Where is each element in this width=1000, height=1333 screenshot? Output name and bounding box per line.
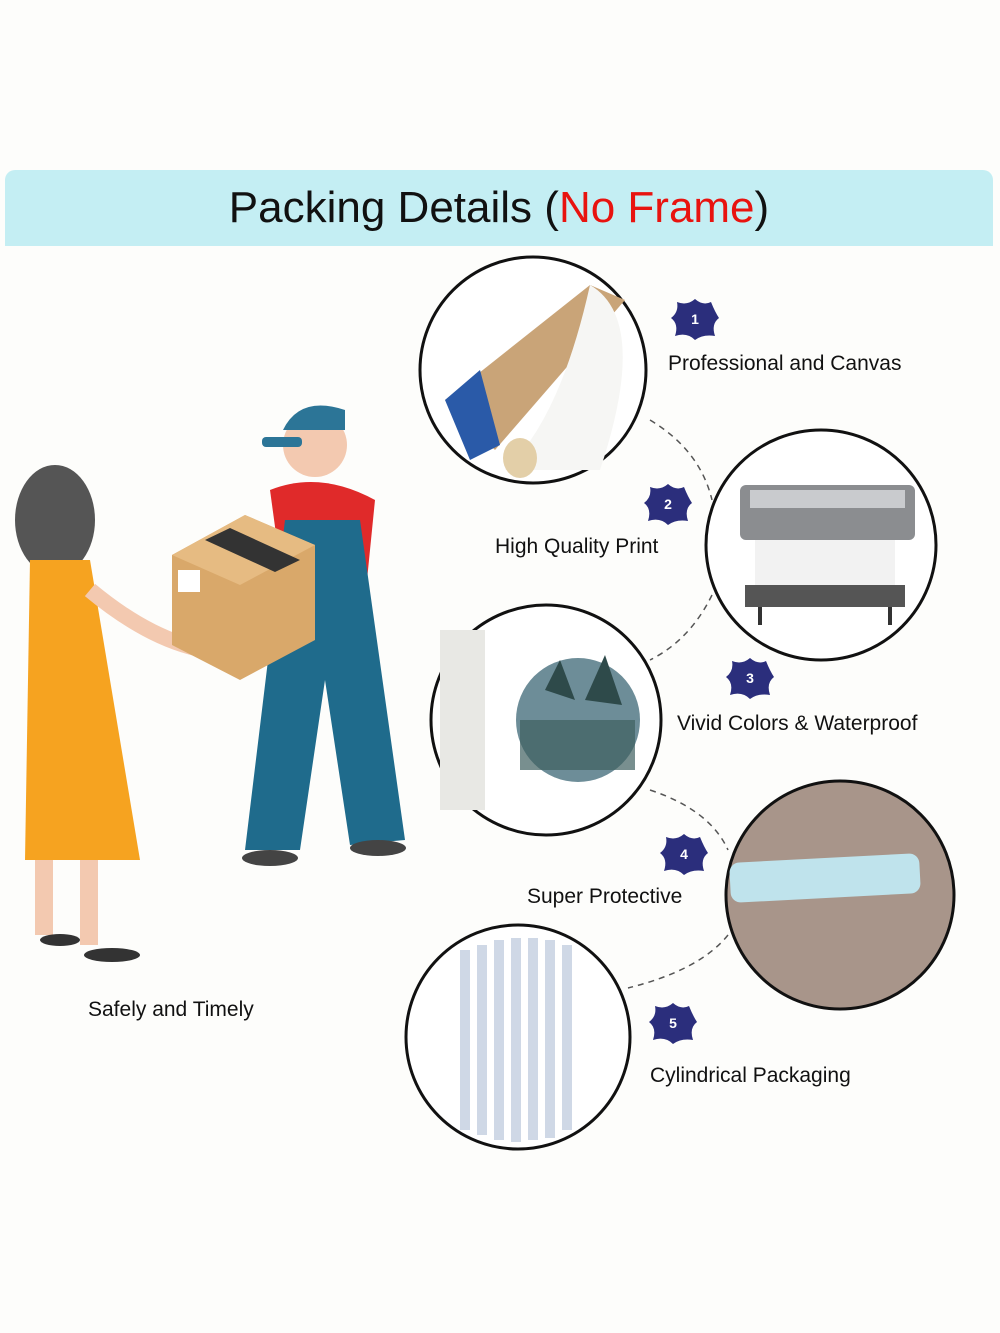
- title-text: Packing Details (: [228, 183, 559, 232]
- dashed-connectors: [627, 419, 729, 989]
- feature-label-4: Super Protective: [527, 885, 683, 908]
- badge-number: 5: [669, 1015, 677, 1031]
- title-close: ): [754, 183, 770, 232]
- badge-2: 2: [642, 481, 694, 527]
- feature-label-1: Professional and Canvas: [668, 352, 902, 375]
- badge-1: 1: [669, 296, 721, 342]
- delivery-label: Safely and Timely: [88, 998, 254, 1021]
- protective-tube-image: [724, 779, 956, 1011]
- title-highlight: No Frame: [558, 183, 755, 232]
- feature-label-2: High Quality Print: [495, 535, 659, 558]
- feature-label-5: Cylindrical Packaging: [650, 1064, 851, 1087]
- badge-5: 5: [647, 1000, 699, 1046]
- canvas-roll-image: [418, 255, 648, 485]
- splash-icon: [671, 299, 719, 340]
- title-banner: Packing Details (No Frame): [5, 170, 993, 246]
- feature-label-3: Vivid Colors & Waterproof: [677, 712, 918, 735]
- printer-image: [704, 428, 938, 662]
- splash-icon: [660, 834, 708, 875]
- waterproof-canvas-image: [429, 603, 663, 837]
- page-title: Packing Details (No Frame): [5, 170, 993, 246]
- splash-icon: [649, 1003, 697, 1044]
- badge-3: 3: [724, 655, 776, 701]
- badge-number: 1: [691, 311, 699, 327]
- badge-number: 2: [664, 496, 672, 512]
- packaged-tubes-image: [404, 923, 632, 1151]
- badge-number: 4: [680, 846, 688, 862]
- badge-number: 3: [746, 670, 754, 686]
- splash-icon: [726, 658, 774, 699]
- splash-icon: [644, 484, 692, 525]
- badge-4: 4: [658, 831, 710, 877]
- delivery-illustration: [15, 405, 406, 962]
